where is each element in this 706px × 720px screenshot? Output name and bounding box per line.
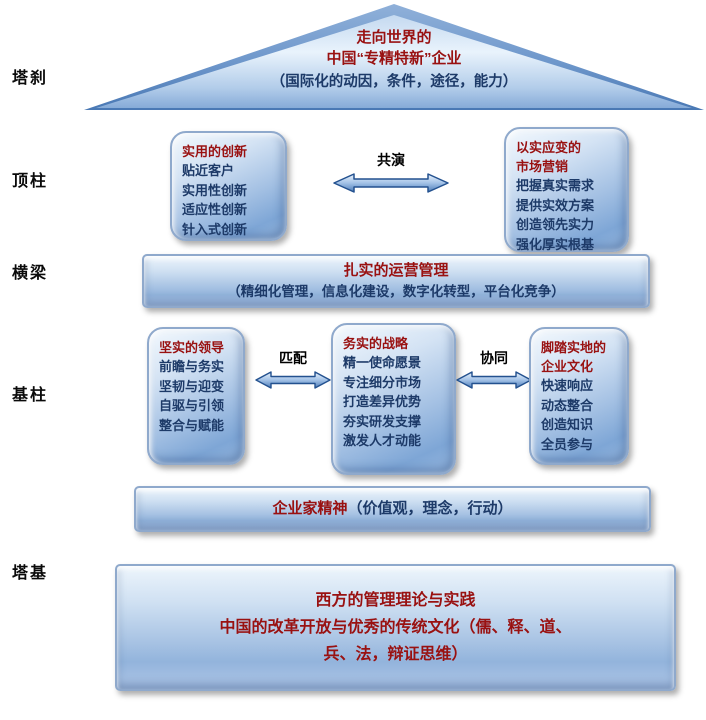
beam-operations-bar: 扎实的运营管理 （精细化管理，信息化建设，数字化转型，平台化竞争） [142, 254, 650, 308]
box-item: 强化厚实根基 [516, 236, 595, 252]
box-item: 贴近客户 [182, 163, 235, 178]
roof-line-3: （国际化的动因，条件，途径，能力） [270, 74, 518, 90]
spirit-bar: 企业家精神（价值观，理念，行动） [134, 486, 651, 532]
foundation-line-2: 中国的改革开放与优秀的传统文化（儒、释、道、 [219, 619, 572, 636]
box-item: 前瞻与务实 [159, 359, 225, 374]
box-title: 务实的战略 [343, 336, 409, 351]
spirit-rest: （价值观，理念，行动） [347, 500, 513, 517]
box-item: 把握真实需求 [516, 178, 595, 193]
box-item: 适应性创新 [182, 202, 248, 217]
box-item: 专注细分市场 [343, 374, 422, 390]
box-item: 激发人才动能 [343, 433, 422, 448]
side-label-base-pillars: 基柱 [12, 387, 49, 404]
spirit-highlight: 企业家精神 [272, 500, 348, 517]
box-item: 创造领先实力 [516, 217, 595, 232]
box-title: 脚踏实地的 [541, 340, 607, 355]
box-item: 动态整合 [541, 397, 594, 413]
side-label-top-pillars: 顶柱 [12, 173, 49, 190]
foundation-line-1: 西方的管理理论与实践 [315, 592, 476, 609]
foundation-bar: 西方的管理理论与实践 中国的改革开放与优秀的传统文化（儒、释、道、 兵、法，辩证… [115, 564, 676, 691]
box-item: 精一使命愿景 [343, 355, 422, 370]
box-solid-leadership: 坚实的领导 前瞻与务实 坚韧与迎变 自驱与引领 整合与赋能 [147, 327, 245, 465]
co-evolution-label: 共演 [377, 152, 405, 168]
double-arrow-icon [456, 371, 532, 389]
box-practical-innovation: 实用的创新 贴近客户 实用性创新 适应性创新 针入式创新 [170, 131, 287, 241]
beam-line-2: （精细化管理，信息化建设，数字化转型，平台化竞争） [227, 284, 565, 299]
box-item: 坚韧与迎变 [159, 378, 225, 394]
box-item: 针入式创新 [182, 221, 248, 237]
box-grounded-culture: 脚踏实地的 企业文化 快速响应 动态整合 创造知识 全员参与 [529, 327, 629, 465]
box-item: 夯实研发支撑 [343, 413, 422, 429]
box-item: 实用性创新 [182, 182, 248, 198]
synergy-label: 协同 [480, 350, 508, 366]
box-item: 全员参与 [541, 436, 594, 452]
synergy-connector: 协同 [455, 350, 533, 391]
box-item: 快速响应 [541, 378, 594, 393]
match-connector: 匹配 [254, 350, 332, 391]
roof-line-2: 中国“专精特新”企业 [326, 50, 462, 67]
beam-line-1: 扎实的运营管理 [343, 262, 449, 279]
side-label-roof: 塔刹 [12, 70, 49, 87]
box-title: 企业文化 [541, 359, 594, 374]
box-item: 打造差异优势 [343, 394, 422, 409]
box-title: 以实应变的 [516, 140, 582, 155]
double-arrow-icon [255, 371, 331, 389]
side-label-beam: 横梁 [12, 265, 49, 282]
foundation-line-3: 兵、法，辩证思维） [323, 646, 468, 663]
side-label-foundation: 塔基 [12, 565, 49, 582]
co-evolution-connector: 共演 [332, 152, 450, 195]
box-title: 实用的创新 [182, 144, 248, 159]
box-title: 市场营销 [516, 159, 569, 174]
spirit-line: 企业家精神（价值观，理念，行动） [272, 499, 512, 519]
box-item: 自驱与引领 [159, 398, 225, 413]
box-item: 整合与赋能 [159, 417, 225, 433]
roof-line-1: 走向世界的 [356, 29, 432, 46]
box-pragmatic-strategy: 务实的战略 精一使命愿景 专注细分市场 打造差异优势 夯实研发支撑 激发人才动能 [331, 323, 456, 475]
double-arrow-icon [333, 173, 449, 193]
roof-title-block: 走向世界的 中国“专精特新”企业 （国际化的动因，条件，途径，能力） [84, 27, 704, 93]
box-item: 提供实效方案 [516, 197, 595, 213]
box-responsive-marketing: 以实应变的 市场营销 把握真实需求 提供实效方案 创造领先实力 强化厚实根基 [504, 127, 629, 252]
box-item: 创造知识 [541, 417, 594, 432]
box-title: 坚实的领导 [159, 340, 225, 355]
match-label: 匹配 [279, 350, 307, 366]
